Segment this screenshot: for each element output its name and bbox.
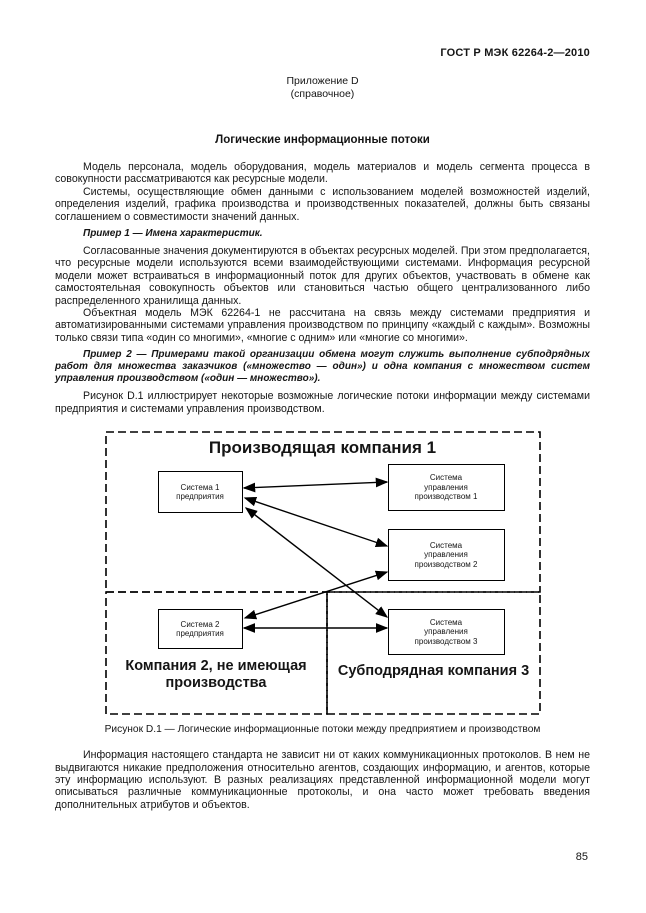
mfg-control-system3-box: Система управления производством 3 <box>387 609 505 656</box>
paragraph-closing: Информация настоящего стандарта не завис… <box>55 749 590 811</box>
section-title: Логические информационные потоки <box>215 134 430 146</box>
paragraph-agreed-values: Согласованные значения документируются в… <box>55 245 590 307</box>
page-number: 85 <box>575 851 588 863</box>
document-number: ГОСТ Р МЭК 62264-2—2010 <box>440 47 590 59</box>
example-1: Пример 1 — Имена характеристик. <box>83 228 263 240</box>
company2-label: Компания 2, не имеющая производства <box>125 658 307 692</box>
figure-lines <box>104 431 541 715</box>
example-2: Пример 2 — Примерами такой организации о… <box>55 349 590 385</box>
company2-dashed-border <box>104 591 328 715</box>
company3-label: Субподрядная компания 3 <box>337 663 530 680</box>
annex-title: Приложение D <box>286 75 359 87</box>
paragraph-figure-intro: Рисунок D.1 иллюстрирует некоторые возмо… <box>55 390 590 415</box>
annex-subtitle: (справочное) <box>290 87 355 100</box>
enterprise-system1-box: Система 1 предприятия <box>157 471 243 514</box>
paragraph-data-agreement: Системы, осуществляющие обмен данными с … <box>55 185 590 223</box>
company1-title: Производящая компания 1 <box>208 438 437 458</box>
arrow-enterprise1-control1 <box>242 477 388 493</box>
arrow-enterprise1-control2 <box>243 497 388 548</box>
paragraph-resource-models: Модель персонала, модель оборудования, м… <box>55 161 590 186</box>
mfg-control-system1-box: Система управления производством 1 <box>387 464 505 512</box>
annex-heading: Приложение D (справочное) <box>55 75 590 100</box>
arrow-enterprise2-control2 <box>243 570 388 620</box>
figure-caption: Рисунок D.1 — Логические информационные … <box>104 724 541 736</box>
enterprise-system2-box: Система 2 предприятия <box>157 609 243 650</box>
mfg-control-system2-box: Система управления производством 2 <box>387 529 505 582</box>
figure-d1: Производящая компания 1 Система 1 предпр… <box>104 431 541 716</box>
paragraph-object-model: Объектная модель МЭК 62264-1 не рассчита… <box>55 307 590 344</box>
arrow-enterprise1-control3 <box>244 507 388 618</box>
